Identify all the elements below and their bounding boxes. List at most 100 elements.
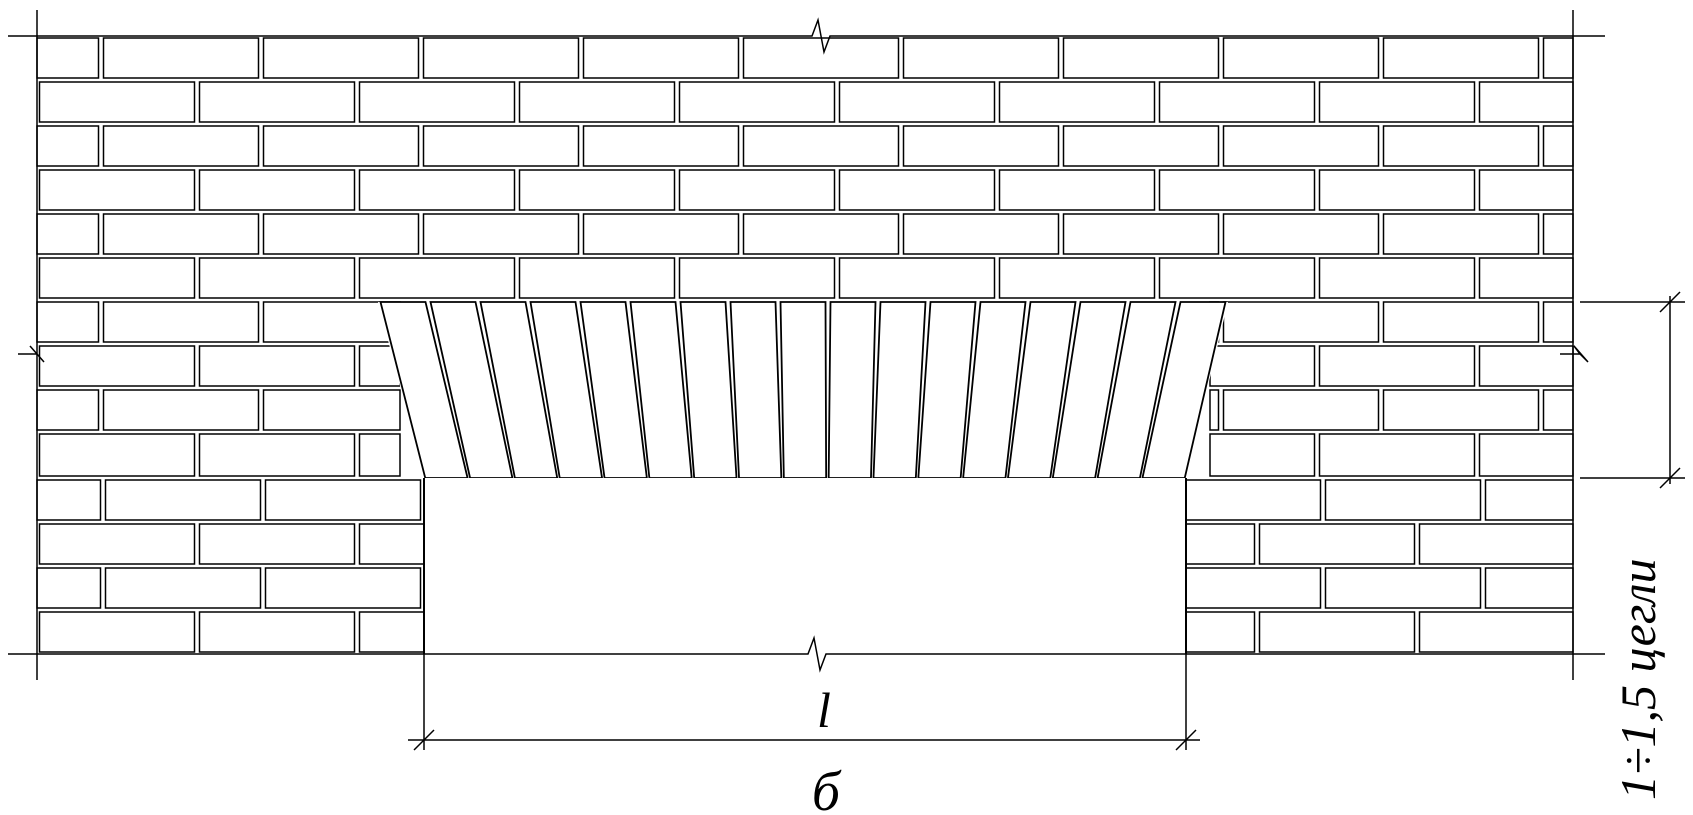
- brick: [902, 37, 1060, 79]
- brick: [1542, 213, 1574, 255]
- wedge-brick-lintel: [378, 301, 1228, 479]
- brick: [198, 523, 356, 565]
- brick: [902, 213, 1060, 255]
- brick: [1324, 479, 1482, 521]
- brick: [104, 567, 262, 609]
- brick: [198, 169, 356, 211]
- brick: [198, 345, 356, 387]
- brick: [358, 523, 425, 565]
- brick: [1382, 213, 1540, 255]
- right-break-mark: [1560, 345, 1589, 363]
- bottom-cut-line: [8, 635, 1605, 673]
- brick: [1222, 37, 1380, 79]
- brick: [582, 37, 740, 79]
- wedge-brick: [872, 301, 927, 479]
- brick: [1478, 169, 1574, 211]
- brick-wall: [36, 37, 1574, 653]
- brick: [1542, 301, 1574, 343]
- brick: [518, 257, 676, 299]
- brick: [1484, 567, 1574, 609]
- brick: [422, 37, 580, 79]
- brick: [1258, 611, 1416, 653]
- brick: [1062, 125, 1220, 167]
- brick: [1185, 479, 1322, 521]
- wedge-brick: [779, 301, 828, 479]
- height-tick-bottom: [1659, 467, 1681, 489]
- brick: [1318, 257, 1476, 299]
- brick: [518, 81, 676, 123]
- brick: [1418, 523, 1574, 565]
- brick: [1318, 169, 1476, 211]
- brick: [1185, 567, 1322, 609]
- brick: [1318, 433, 1476, 477]
- brick: [518, 169, 676, 211]
- brick: [1222, 389, 1380, 431]
- brick: [1318, 345, 1476, 387]
- brick: [1222, 213, 1380, 255]
- brick: [678, 81, 836, 123]
- brick: [104, 479, 262, 521]
- top-cut-line: [8, 17, 1605, 55]
- brick: [1062, 37, 1220, 79]
- brick: [36, 213, 100, 255]
- brick: [198, 611, 356, 653]
- height-tick-top: [1659, 291, 1681, 313]
- brick: [582, 213, 740, 255]
- brick: [582, 125, 740, 167]
- brick: [1484, 479, 1574, 521]
- brick: [1478, 345, 1574, 387]
- brick: [38, 345, 196, 387]
- brick: [1542, 389, 1574, 431]
- brick: [262, 125, 420, 167]
- brick: [1478, 433, 1574, 477]
- span-tick-left: [413, 729, 435, 751]
- brick: [838, 81, 996, 123]
- left-break-mark: [18, 345, 45, 363]
- brick: [1382, 37, 1540, 79]
- brick: [1185, 523, 1256, 565]
- brick: [1542, 125, 1574, 167]
- brick: [198, 257, 356, 299]
- brick: [1158, 81, 1316, 123]
- brick: [198, 433, 356, 477]
- brick: [1222, 125, 1380, 167]
- brick: [1222, 301, 1380, 343]
- brick: [36, 389, 100, 431]
- brick: [1478, 81, 1574, 123]
- brick: [358, 169, 516, 211]
- brick: [1062, 213, 1220, 255]
- brick: [36, 37, 100, 79]
- brick: [742, 37, 900, 79]
- brick: [998, 169, 1156, 211]
- wall-outline-and-breaks: [8, 10, 1605, 750]
- lintel-height-label: 1÷1,5 цегли: [1610, 558, 1666, 800]
- brick: [102, 213, 260, 255]
- brick: [742, 125, 900, 167]
- brick: [358, 81, 516, 123]
- brick: [262, 389, 401, 431]
- brick: [36, 125, 100, 167]
- span-tick-right: [1175, 729, 1197, 751]
- brick: [358, 611, 425, 653]
- brick: [422, 125, 580, 167]
- wedge-brick: [827, 301, 877, 479]
- brick: [102, 37, 260, 79]
- brick: [998, 257, 1156, 299]
- dimension-lines: [408, 291, 1685, 751]
- brick: [1382, 389, 1540, 431]
- brick: [262, 37, 420, 79]
- brick: [36, 301, 100, 343]
- span-label: l: [817, 682, 831, 738]
- window-opening: [424, 478, 1186, 654]
- brick: [1258, 523, 1416, 565]
- brick: [36, 479, 102, 521]
- brick: [1542, 37, 1574, 79]
- brick: [102, 301, 260, 343]
- brick: [262, 301, 401, 343]
- brick: [36, 567, 102, 609]
- brick: [742, 213, 900, 255]
- brick: [1324, 567, 1482, 609]
- brick: [838, 257, 996, 299]
- brick: [1158, 257, 1316, 299]
- wedge-brick: [729, 301, 783, 479]
